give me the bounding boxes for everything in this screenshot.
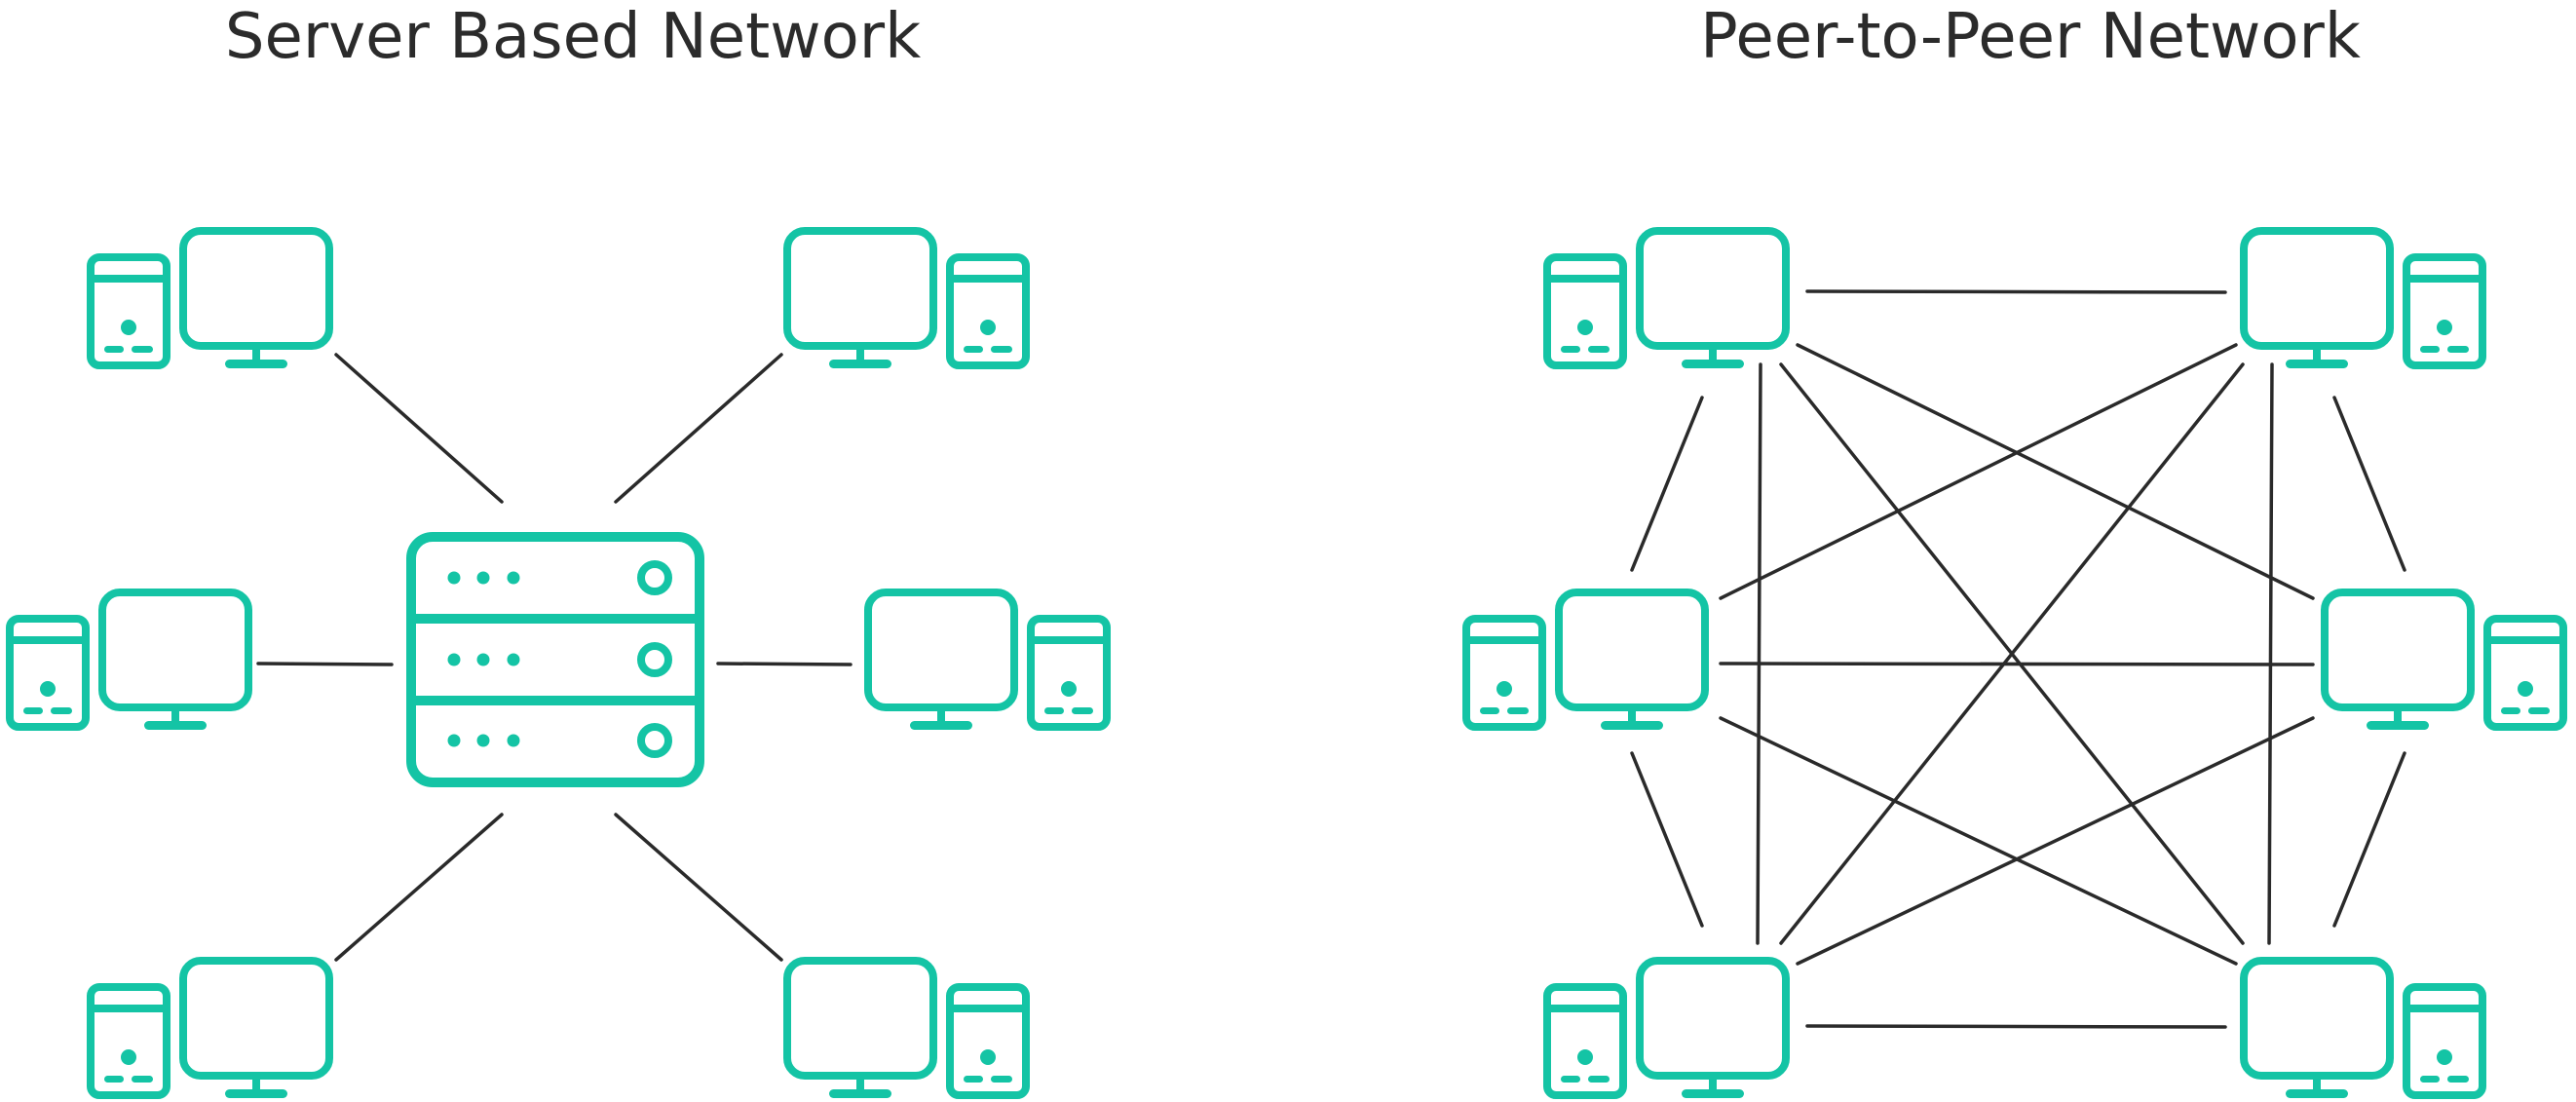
computer-icon xyxy=(2244,231,2482,368)
computer-icon xyxy=(2325,592,2563,730)
connection-line xyxy=(1796,716,2315,966)
connection-line xyxy=(1719,662,2315,666)
connection-line xyxy=(1805,289,2227,294)
connection-line xyxy=(1630,396,1704,572)
connection-line xyxy=(334,813,504,962)
computer-icon xyxy=(1547,961,1786,1098)
connection-line xyxy=(1719,716,2238,966)
connection-line xyxy=(1719,343,2238,600)
p2p-network-connections xyxy=(1630,289,2406,1029)
computer-icon xyxy=(1547,231,1786,368)
connection-line xyxy=(1630,751,1704,928)
computer-icon xyxy=(787,961,1026,1098)
connection-line xyxy=(256,662,394,666)
computer-icon xyxy=(1466,592,1705,730)
connection-line xyxy=(1756,362,1762,945)
connection-line xyxy=(2332,751,2406,928)
computer-icon xyxy=(91,231,329,368)
connection-line xyxy=(1796,343,2315,600)
connection-line xyxy=(1779,362,2245,945)
connection-line xyxy=(614,353,783,504)
connection-line xyxy=(716,662,852,666)
server-network-connections xyxy=(256,353,852,962)
connection-line xyxy=(2267,362,2274,945)
p2p-network-title: Peer-to-Peer Network xyxy=(1700,1,2361,73)
connection-line xyxy=(614,813,783,962)
connection-line xyxy=(1805,1024,2227,1029)
computer-icon xyxy=(2244,961,2482,1098)
connection-line xyxy=(334,353,504,504)
server-network-title: Server Based Network xyxy=(224,1,922,73)
connection-line xyxy=(2332,396,2406,572)
computer-icon xyxy=(787,231,1026,368)
computer-icon xyxy=(10,592,248,730)
computer-icon xyxy=(91,961,329,1098)
server-icon xyxy=(406,532,704,787)
computer-icon xyxy=(868,592,1107,730)
